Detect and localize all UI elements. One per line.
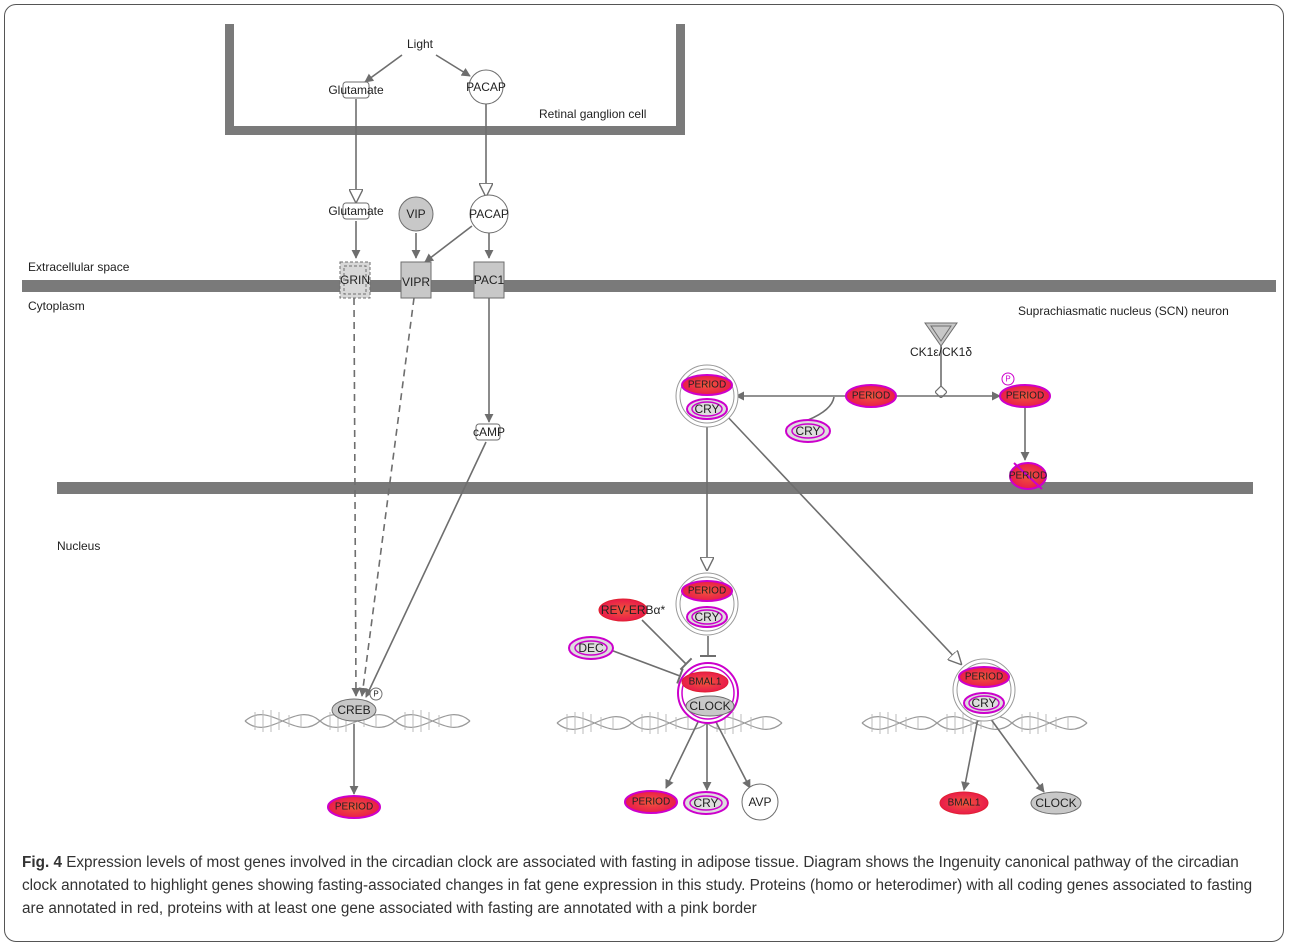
glutamate-extracellular-label: Glutamate <box>328 204 384 218</box>
vip-node <box>398 196 434 232</box>
period-nucleus-label: PERIOD <box>688 586 726 597</box>
light-node: Light <box>407 37 434 51</box>
dna-helix-bmal1 <box>556 711 783 735</box>
grin-receptor <box>339 261 371 299</box>
avp-target-node <box>741 783 779 821</box>
creb-phospho-badge <box>369 687 383 701</box>
clock-target-label: CLOCK <box>1035 796 1076 810</box>
clock-target-node <box>1030 791 1082 815</box>
period-cry-complex-cytoplasm <box>675 364 739 428</box>
period-right-label: CRY <box>971 696 996 710</box>
period-target-creb-label: PERIOD <box>335 802 373 813</box>
period-cry-complex-nucleus <box>675 572 739 636</box>
period-right-top-label: PERIOD <box>965 672 1003 683</box>
edge-bmal1-avp <box>715 721 751 789</box>
bmal1-target-node <box>939 791 989 815</box>
avp-target-label: AVP <box>748 795 771 809</box>
vipr-receptor-label: VIPR <box>402 275 430 289</box>
bmal1-clock-complex <box>677 662 739 724</box>
camp-node-box <box>475 423 501 441</box>
glutamate-node-box <box>342 81 370 99</box>
pathway-edges <box>351 54 1045 795</box>
bmal1-target-label: BMAL1 <box>948 798 981 809</box>
period-phosphorylated-node <box>999 384 1051 408</box>
reverb-node-label: REV-ERBα* <box>601 603 666 617</box>
cry-target-label: CRY <box>693 796 718 810</box>
period-target-creb <box>327 795 381 819</box>
cytoplasm-label: Cytoplasm <box>28 299 85 313</box>
edge-bmal1-period <box>665 721 699 789</box>
ck1-kinase-inner <box>930 325 952 342</box>
pacap-node <box>468 69 504 105</box>
cry-nucleus-label: CRY <box>694 610 719 624</box>
edge-complex-period-gene <box>724 413 961 664</box>
cry-target-node <box>683 791 729 815</box>
nucleus-label: Nucleus <box>57 539 100 553</box>
cry-free-node <box>785 419 831 443</box>
dec-node-label: DEC <box>578 641 604 655</box>
period-free-node <box>845 384 897 408</box>
ck1-kinase-label: CK1ε/CK1δ <box>910 345 972 359</box>
cry-free-label: CRY <box>795 424 820 438</box>
vip-node-label: VIP <box>406 207 425 221</box>
edge-dec-bmal1 <box>607 648 684 684</box>
phospho-badge-label: P <box>1005 375 1010 384</box>
nuclear-membrane <box>57 482 1253 494</box>
phospho-badge <box>1001 372 1015 386</box>
plasma-membrane <box>22 280 1276 292</box>
edge-vipr-creb <box>358 297 415 697</box>
edge-camp-creb <box>365 441 487 698</box>
edge-cry-complex <box>807 396 835 421</box>
pacap-extracellular-label: PACAP <box>469 207 509 221</box>
figure-caption: Fig. 4 Expression levels of most genes i… <box>22 851 1272 920</box>
glutamate-extracellular-box <box>342 202 370 220</box>
edge-light-pacap <box>435 54 471 77</box>
cry-complex-label: CRY <box>694 402 719 416</box>
scn-neuron-label: Suprachiasmatic nucleus (SCN) neuron <box>1018 304 1229 318</box>
pac1-receptor <box>473 261 505 299</box>
pacap-extracellular-node <box>469 194 509 234</box>
camp-node-label: cAMP <box>473 425 505 439</box>
edge-grin-creb <box>351 297 361 697</box>
edge-period-bmal1 <box>961 717 979 791</box>
vipr-receptor <box>400 261 432 299</box>
degradation-cross-icon <box>1013 462 1043 490</box>
retinal-cell-outline <box>225 24 685 135</box>
figure-number: Fig. 4 <box>22 854 62 872</box>
period-phosphorylated-label: PERIOD <box>1006 391 1044 402</box>
period-free-label: PERIOD <box>852 391 890 402</box>
glutamate-node-label: Glutamate <box>328 83 384 97</box>
clock-complex-label: CLOCK <box>689 699 730 713</box>
dec-node <box>568 636 614 660</box>
caption-text: Expression levels of most genes involved… <box>22 854 1253 918</box>
creb-node <box>331 698 377 722</box>
figure-frame <box>4 4 1284 942</box>
pacap-node-label: PACAP <box>466 80 506 94</box>
edge-pacap-vipr <box>424 225 473 263</box>
edge-period-clock <box>989 717 1045 793</box>
creb-phospho-label: P <box>373 690 378 699</box>
extracellular-label: Extracellular space <box>28 260 130 274</box>
grin-receptor-inner <box>343 265 367 295</box>
period-target-bmal1-label: PERIOD <box>632 797 670 808</box>
circadian-pathway-diagram: Retinal ganglion cell Extracellular spac… <box>22 24 1276 821</box>
pac1-receptor-label: PAC1 <box>474 273 505 287</box>
reverb-node <box>598 598 648 622</box>
grin-receptor-label: GRIN <box>340 273 370 287</box>
edge-reverb-bmal1 <box>641 619 693 671</box>
period-cry-complex-right <box>952 658 1016 722</box>
creb-node-label: CREB <box>337 703 370 717</box>
period-target-bmal1 <box>624 790 678 814</box>
retinal-cell-label: Retinal ganglion cell <box>539 107 646 121</box>
period-degraded-label: PERIOD <box>1009 471 1047 482</box>
bmal1-complex-label: BMAL1 <box>689 677 722 688</box>
edge-light-glutamate <box>364 54 403 83</box>
period-complex-label: PERIOD <box>688 380 726 391</box>
